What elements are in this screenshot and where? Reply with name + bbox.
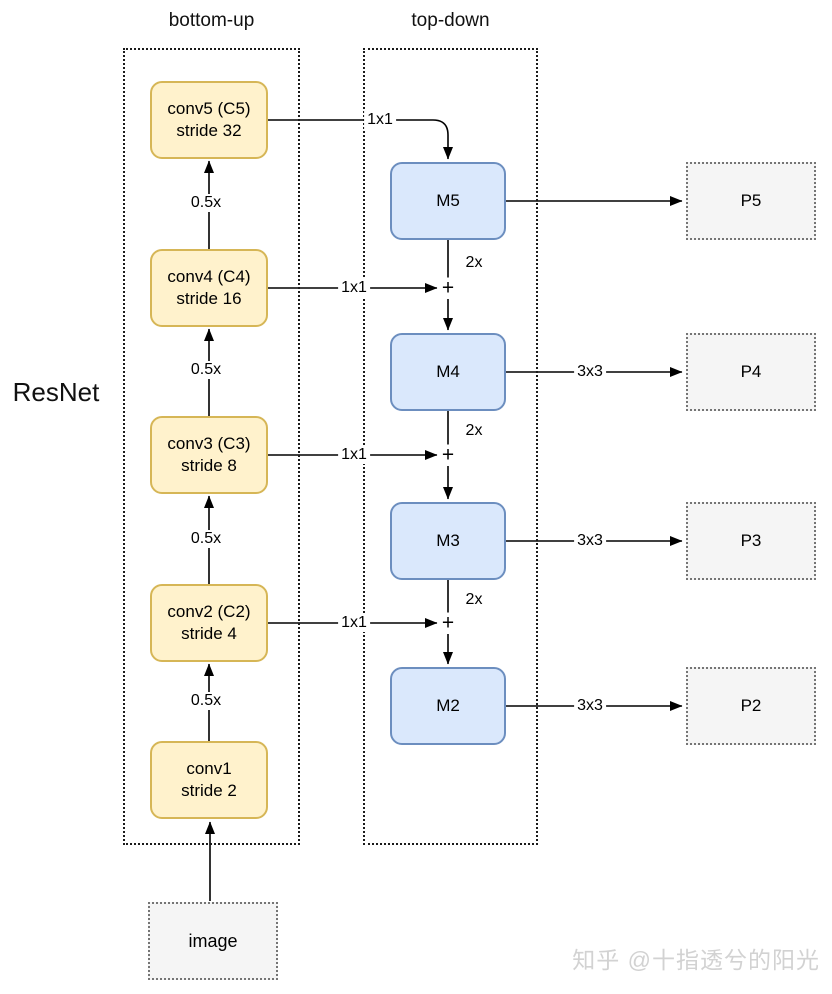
p5-block: P5 [686,162,816,240]
bottom-up-title: bottom-up [168,10,255,31]
downsample-label-conv2-conv3: 0.5x [187,530,225,548]
output-conv-label-p3: 3x3 [574,532,606,550]
conv2-name: conv2 (C2) [167,601,251,621]
conv3-block: conv3 (C3) stride 8 [150,416,268,494]
upsample-label-m4: 2x [465,422,483,439]
conv2-stride: stride 4 [181,624,237,643]
downsample-label-conv3-conv4: 0.5x [187,361,225,379]
upsample-label-m3: 2x [465,591,483,608]
lateral-label-conv4: 1x1 [338,279,370,297]
output-conv-label-p4: 3x3 [574,363,606,381]
conv4-name: conv4 (C4) [167,266,251,286]
conv5-name: conv5 (C5) [167,98,251,118]
downsample-label-conv1-conv2: 0.5x [187,692,225,710]
resnet-label: ResNet [12,377,100,407]
top-down-title: top-down [411,10,490,31]
arrow-conv5-to-m5 [268,119,453,160]
image-input-block: image [148,902,278,980]
conv4-stride: stride 16 [176,289,242,308]
p2-block: P2 [686,667,816,745]
conv1-stride: stride 2 [181,781,237,800]
merge-node-m4: + [439,276,457,300]
m4-block: M4 [390,333,506,411]
conv3-stride: stride 8 [181,456,237,475]
m2-block: M2 [390,667,506,745]
conv5-stride: stride 32 [176,121,242,140]
lateral-label-conv2: 1x1 [338,614,370,632]
watermark: 知乎 @十指透兮的阳光 [572,947,820,973]
conv1-name: conv1 [186,758,232,778]
merge-node-m3: + [439,443,457,467]
conv3-name: conv3 (C3) [167,433,251,453]
p4-block: P4 [686,333,816,411]
lateral-label-conv5: 1x1 [364,111,396,129]
m3-block: M3 [390,502,506,580]
conv2-block: conv2 (C2) stride 4 [150,584,268,662]
conv1-block: conv1 stride 2 [150,741,268,819]
output-conv-label-p2: 3x3 [574,697,606,715]
conv5-block: conv5 (C5) stride 32 [150,81,268,159]
merge-node-m2: + [439,611,457,635]
downsample-label-conv4-conv5: 0.5x [187,194,225,212]
lateral-label-conv3: 1x1 [338,446,370,464]
m5-block: M5 [390,162,506,240]
upsample-label-m5: 2x [465,254,483,271]
conv4-block: conv4 (C4) stride 16 [150,249,268,327]
bottom-up-container [123,48,300,845]
p3-block: P3 [686,502,816,580]
